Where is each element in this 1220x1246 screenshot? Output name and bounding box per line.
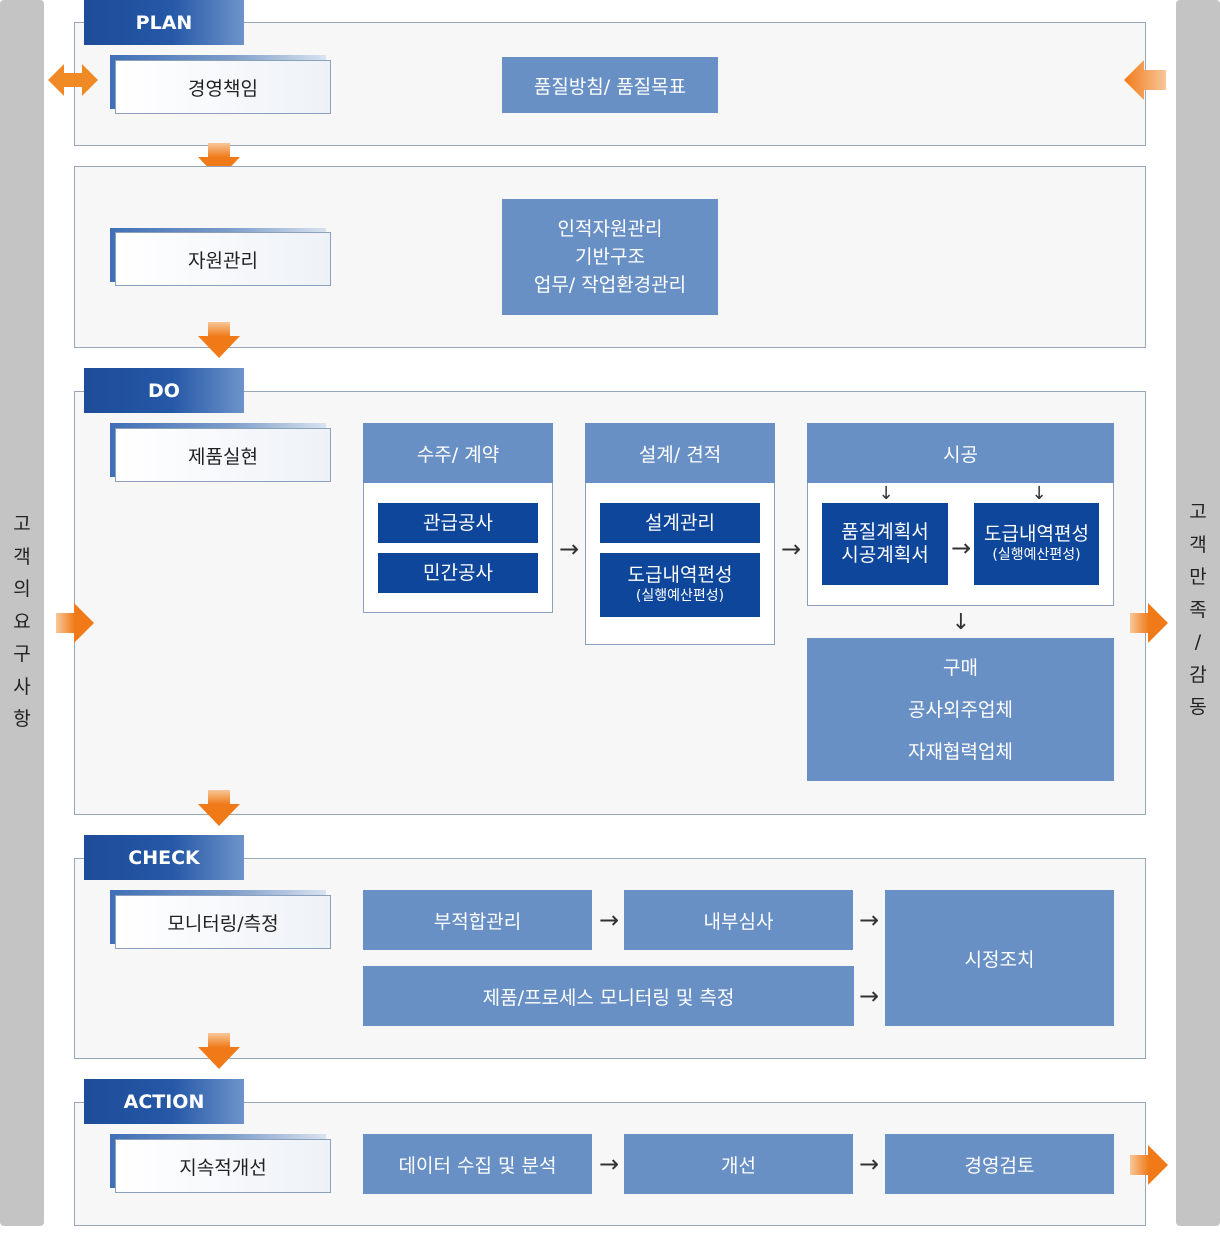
improvement-label: 개선 — [721, 1154, 756, 1177]
down-arrow-icon — [198, 790, 240, 826]
purchase-box: 구매 공사외주업체 자재협력업체 — [807, 638, 1114, 781]
plan-tab-label: PLAN — [135, 11, 193, 34]
private-works-label: 민간공사 — [423, 561, 493, 584]
right-arrow-icon: → — [858, 982, 880, 1010]
right-arrow-icon: → — [780, 535, 802, 563]
left-char: 객 — [13, 545, 31, 568]
down-small-arrow-icon: ↓ — [878, 483, 894, 504]
construction-plan-label: 시공계획서 — [841, 544, 929, 566]
nonconformity-box: 부적합관리 — [363, 890, 592, 950]
right-char: 만 — [1189, 566, 1207, 588]
step-continual-improvement: 지속적개선 — [115, 1139, 331, 1193]
design-management-label: 설계관리 — [645, 511, 715, 534]
process-monitoring-box: 제품/프로세스 모니터링 및 측정 — [363, 966, 854, 1026]
quality-plan-label: 품질계획서 — [841, 521, 929, 543]
resource-box: 인적자원관리 기반구조 업무/ 작업환경관리 — [502, 199, 718, 315]
nonconformity-label: 부적합관리 — [433, 910, 522, 933]
management-review-label: 경영검토 — [964, 1154, 1035, 1177]
right-arrow-icon: → — [858, 1150, 880, 1178]
quality-policy-label: 품질방침/ 품질목표 — [533, 75, 687, 98]
contract-budget-label: 도급내역편성 — [627, 564, 733, 586]
corrective-action-box: 시정조치 — [885, 890, 1114, 1026]
construction-header-label: 시공 — [943, 443, 978, 466]
private-works-box: 민간공사 — [378, 553, 538, 593]
construction-budget-sub-label: (실행예산편성) — [992, 547, 1081, 563]
double-arrow-icon — [48, 64, 98, 96]
right-arrow-icon: → — [598, 1150, 620, 1178]
resource-line: 인적자원관리 — [557, 218, 663, 240]
corrective-action-label: 시정조치 — [964, 948, 1035, 971]
construction-budget-box: 도급내역편성 (실행예산편성) — [974, 503, 1099, 585]
contract-header: 수주/ 계약 — [363, 423, 553, 483]
down-small-arrow-icon: ↓ — [1031, 483, 1047, 504]
step-label: 경영책임 — [188, 77, 258, 100]
process-monitoring-label: 제품/프로세스 모니터링 및 측정 — [482, 986, 735, 1009]
quality-policy-box: 품질방침/ 품질목표 — [502, 57, 718, 113]
right-char: 객 — [1189, 533, 1207, 556]
contract-budget-box: 도급내역편성 (실행예산편성) — [600, 553, 760, 617]
right-char: 고 — [1189, 501, 1207, 523]
management-review-box: 경영검토 — [885, 1134, 1114, 1194]
internal-audit-box: 내부심사 — [624, 890, 853, 950]
step-label: 제품실현 — [188, 445, 258, 468]
execution-budget-label: (실행예산편성) — [635, 588, 725, 604]
right-arrow-icon — [1130, 603, 1168, 643]
construction-budget-label: 도급내역편성 — [984, 523, 1089, 545]
construction-header: 시공 — [807, 423, 1114, 483]
left-char: 사 — [13, 675, 31, 698]
left-char: 항 — [13, 708, 31, 730]
right-arrow-icon — [1130, 1145, 1168, 1185]
right-arrow-icon: → — [598, 906, 620, 934]
step-monitoring-measurement: 모니터링/측정 — [115, 895, 331, 949]
left-char: 의 — [13, 578, 31, 600]
quality-plan-box: 품질계획서 시공계획서 — [822, 503, 948, 585]
data-analysis-box: 데이터 수집 및 분석 — [363, 1134, 592, 1194]
right-char: 족 — [1189, 598, 1207, 621]
check-tab-label: CHECK — [128, 846, 200, 869]
right-arrow-icon — [56, 603, 94, 643]
resource-line: 기반구조 — [575, 246, 645, 268]
step-resource-management: 자원관리 — [115, 232, 331, 286]
plan-tab: PLAN — [84, 0, 244, 45]
step-product-realization: 제품실현 — [115, 428, 331, 482]
design-header-label: 설계/ 견적 — [638, 443, 722, 466]
right-arrow-icon: → — [558, 535, 580, 563]
material-partner-label: 자재협력업체 — [908, 740, 1013, 763]
improvement-box: 개선 — [624, 1134, 853, 1194]
right-arrow-icon: → — [858, 906, 880, 934]
right-arrow-icon: → — [950, 534, 972, 562]
right-char: 동 — [1189, 696, 1207, 718]
left-char: 요 — [13, 610, 31, 633]
subcontractor-label: 공사외주업체 — [908, 698, 1013, 721]
contract-header-label: 수주/ 계약 — [416, 443, 500, 466]
step-label: 지속적개선 — [179, 1156, 267, 1179]
purchase-label: 구매 — [943, 656, 978, 679]
step-label: 자원관리 — [188, 249, 258, 272]
design-management-box: 설계관리 — [600, 503, 760, 543]
step-management-responsibility: 경영책임 — [115, 60, 331, 114]
do-tab-label: DO — [148, 379, 180, 402]
data-analysis-label: 데이터 수집 및 분석 — [398, 1154, 557, 1177]
internal-audit-label: 내부심사 — [703, 910, 774, 933]
action-tab-label: ACTION — [123, 1090, 205, 1113]
public-works-label: 관급공사 — [423, 511, 493, 534]
left-arrow-icon — [1124, 60, 1166, 100]
down-small-arrow-icon: ↓ — [951, 610, 971, 635]
down-arrow-icon — [198, 1033, 240, 1069]
public-works-box: 관급공사 — [378, 503, 538, 543]
right-char: 감 — [1189, 663, 1207, 686]
resource-line: 업무/ 작업환경관리 — [533, 274, 687, 296]
step-label: 모니터링/측정 — [167, 912, 279, 935]
left-char: 구 — [13, 643, 31, 665]
action-tab: ACTION — [84, 1079, 244, 1124]
right-char: / — [1194, 631, 1202, 653]
check-tab: CHECK — [84, 835, 244, 880]
down-arrow-icon — [198, 143, 240, 179]
do-tab: DO — [84, 368, 244, 413]
down-arrow-icon — [198, 322, 240, 358]
design-header: 설계/ 견적 — [585, 423, 775, 483]
left-char: 고 — [13, 513, 31, 535]
